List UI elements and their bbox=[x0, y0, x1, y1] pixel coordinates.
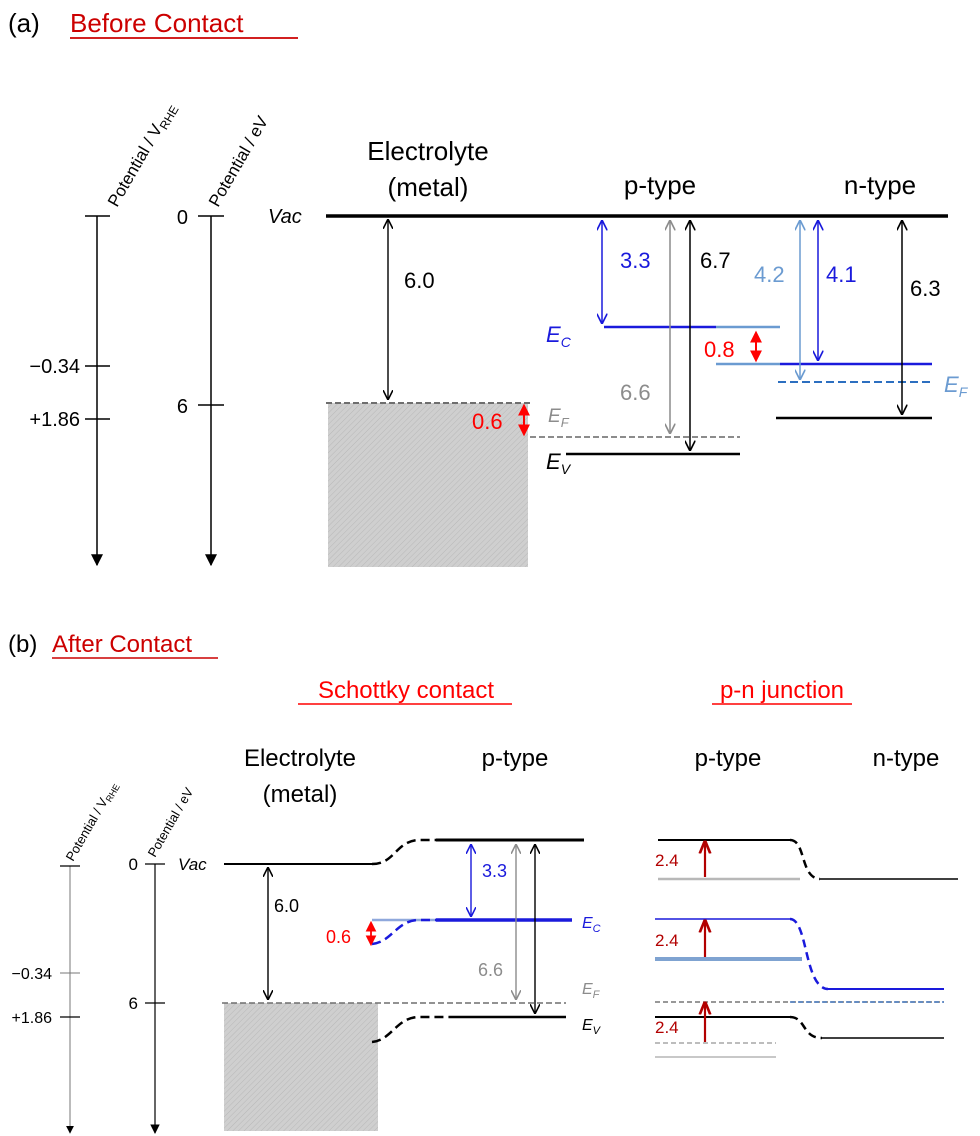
axis-ev-label-b: Potential / eV bbox=[145, 785, 197, 860]
ef-label-ptype: EF bbox=[548, 406, 570, 430]
ev-tick-label-6-b: 6 bbox=[129, 994, 138, 1013]
ntype-label-pn: n-type bbox=[873, 745, 940, 772]
electrolyte-label-2: (metal) bbox=[388, 172, 469, 202]
vac-label: Vac bbox=[268, 206, 302, 228]
ptype-label: p-type bbox=[624, 170, 696, 200]
schottky-title: Schottky contact bbox=[318, 677, 494, 704]
ec-band-bending bbox=[371, 918, 436, 946]
rhe-tick-label-2-b: +1.86 bbox=[12, 1010, 53, 1027]
ef-label-ntype: EF bbox=[944, 372, 969, 400]
metal-fermi-sea bbox=[328, 403, 528, 567]
value-6-7: 6.7 bbox=[700, 248, 731, 273]
vac-label-b: Vac bbox=[178, 855, 207, 874]
rhe-tick-label-1-b: −0.34 bbox=[12, 966, 53, 983]
electrolyte-label-b-1: Electrolyte bbox=[244, 745, 356, 772]
ev-label-b: EV bbox=[582, 1017, 602, 1037]
value-3-3: 3.3 bbox=[620, 248, 651, 273]
value-6-6-b: 6.6 bbox=[478, 960, 503, 980]
value-0-6-b: 0.6 bbox=[326, 927, 351, 947]
value-0-8: 0.8 bbox=[704, 337, 735, 362]
panel-a-title: Before Contact bbox=[70, 8, 244, 38]
value-2-4-valence: 2.4 bbox=[655, 1018, 679, 1037]
value-6-3: 6.3 bbox=[910, 276, 941, 301]
ef-label-b: EF bbox=[582, 981, 601, 1001]
pn-valence-bending bbox=[789, 1015, 823, 1040]
ptype-label-schottky: p-type bbox=[482, 745, 549, 772]
value-3-3-b: 3.3 bbox=[482, 861, 507, 881]
panel-b-letter: (b) bbox=[8, 631, 37, 658]
ev-label: EV bbox=[546, 449, 572, 477]
axis-ev-label: Potential / eV bbox=[205, 112, 272, 210]
pn-title: p-n junction bbox=[720, 677, 844, 704]
ev-tick-label-6: 6 bbox=[177, 396, 188, 418]
panel-a-letter: (a) bbox=[8, 8, 40, 38]
axis-vrhe-label-b: Potential / VRHE bbox=[63, 779, 122, 865]
electrolyte-label-1: Electrolyte bbox=[367, 136, 488, 166]
rhe-tick-label-1: −0.34 bbox=[29, 356, 80, 378]
pn-vacuum-bending bbox=[789, 838, 821, 881]
value-4-2: 4.2 bbox=[754, 262, 785, 287]
ptype-label-pn: p-type bbox=[695, 745, 762, 772]
electrolyte-label-b-2: (metal) bbox=[263, 781, 338, 808]
ec-label-b: EC bbox=[582, 915, 601, 935]
panel-b-title: After Contact bbox=[52, 631, 192, 658]
metal-fermi-sea-b bbox=[224, 1003, 378, 1131]
value-2-4-conduction: 2.4 bbox=[655, 931, 679, 950]
panel-b: (b) After Contact Schottky contact p-n j… bbox=[8, 631, 958, 1134]
value-6-0: 6.0 bbox=[404, 268, 435, 293]
vacuum-band-bending bbox=[371, 838, 436, 866]
pn-conduction-bending bbox=[789, 917, 829, 991]
ev-tick-label-0-b: 0 bbox=[129, 855, 138, 874]
value-6-6: 6.6 bbox=[620, 380, 651, 405]
ec-label: EC bbox=[546, 322, 572, 350]
value-2-4-vacuum: 2.4 bbox=[655, 851, 679, 870]
ev-band-bending bbox=[371, 1015, 450, 1044]
rhe-tick-label-2: +1.86 bbox=[29, 409, 80, 431]
ntype-label: n-type bbox=[844, 170, 916, 200]
panel-a: (a) Before Contact Potential / VRHE −0.3… bbox=[8, 8, 969, 567]
value-4-1: 4.1 bbox=[826, 262, 857, 287]
value-0-6: 0.6 bbox=[472, 409, 503, 434]
ev-tick-label-0: 0 bbox=[177, 207, 188, 229]
axis-vrhe-label: Potential / VRHE bbox=[104, 99, 182, 211]
value-6-0-b: 6.0 bbox=[274, 896, 299, 916]
